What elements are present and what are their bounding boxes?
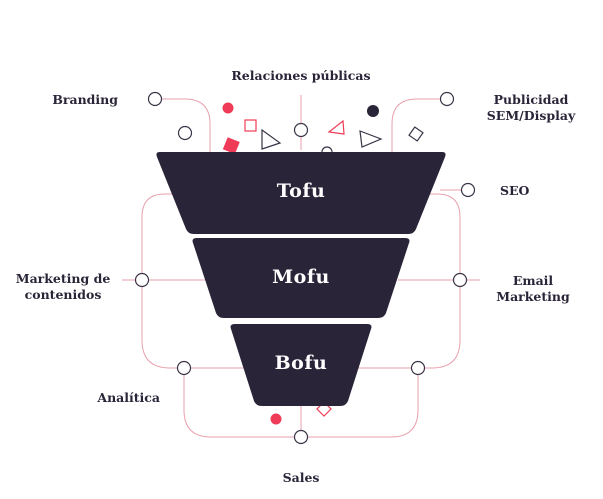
label-seo: SEO (500, 183, 530, 198)
node-sales (293, 429, 309, 445)
outline-square-red-icon (244, 119, 257, 132)
connector-nodes (134, 91, 476, 445)
red-dot-icon (222, 102, 234, 114)
label-branding: Branding (52, 92, 118, 107)
funnel-stage-tofu (156, 152, 446, 234)
red-dot-bottom-icon (270, 413, 282, 425)
outline-diamond-icon (408, 126, 424, 142)
stage-label-bofu: Bofu (274, 352, 328, 374)
label-relaciones-publicas: Relaciones públicas (231, 68, 371, 83)
funnel (156, 152, 446, 406)
label-publicidad: Publicidad SEM/Display (486, 92, 576, 123)
node-relaciones (293, 122, 309, 138)
node-publicidad (439, 91, 455, 107)
stage-label-tofu: Tofu (276, 180, 326, 202)
node-email-marketing (452, 272, 468, 288)
line-branding (155, 98, 211, 152)
label-email-marketing: Email Marketing (496, 273, 570, 304)
node-branding (147, 91, 163, 107)
label-analitica: Analítica (97, 390, 160, 405)
label-sales: Sales (282, 470, 320, 485)
stage-label-mofu: Mofu (272, 266, 330, 288)
outline-circle-icon (177, 125, 193, 141)
funnel-stage-bofu (230, 324, 372, 406)
outline-triangle-right-icon (359, 130, 383, 148)
line-publicidad (391, 98, 447, 152)
label-marketing-contenidos: Marketing de contenidos (15, 271, 111, 302)
funnel-stage-mofu (192, 238, 410, 318)
node-analitica (176, 360, 192, 376)
node-marketing-contenidos (134, 272, 150, 288)
dark-dot-icon (367, 105, 379, 117)
outline-triangle-red-icon (327, 119, 345, 135)
red-square-icon (222, 137, 240, 155)
node-right-bottom (410, 360, 426, 376)
node-seo (460, 182, 476, 198)
outline-triangle-icon (261, 128, 282, 150)
